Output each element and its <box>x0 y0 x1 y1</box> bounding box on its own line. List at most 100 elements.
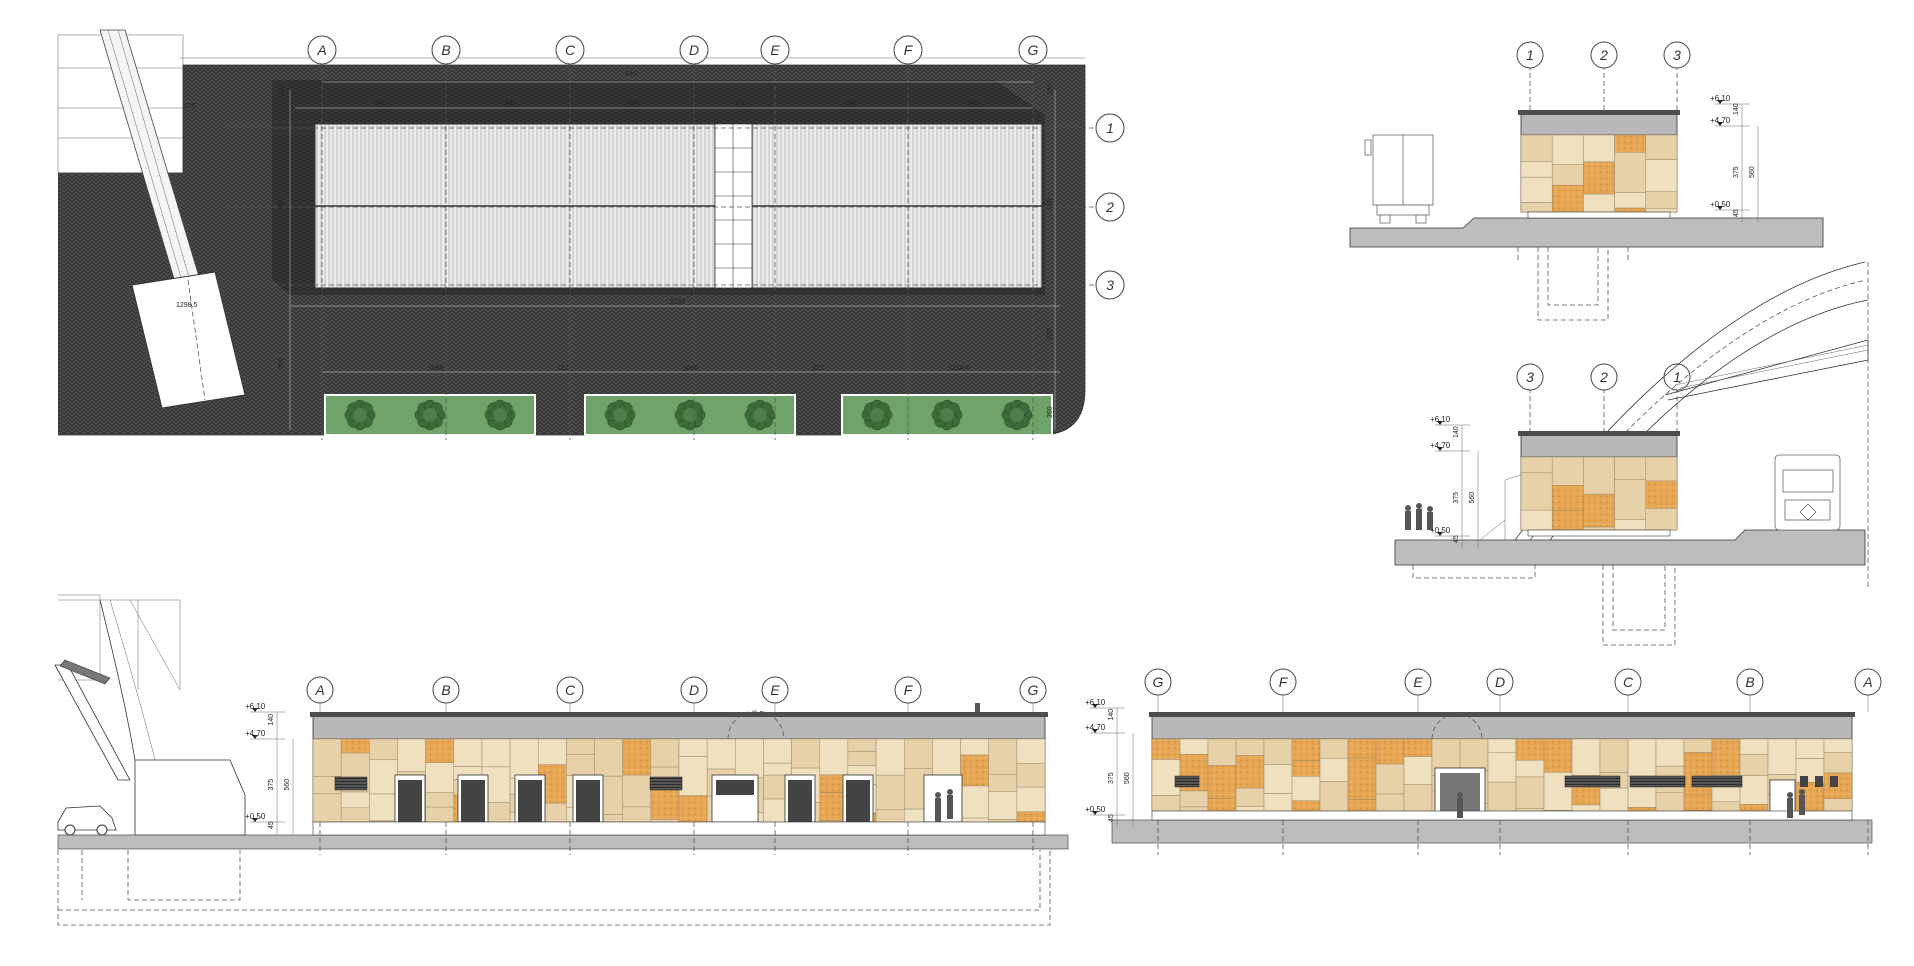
plan-axis-3-label: 3 <box>1106 277 1114 293</box>
tree-icon <box>344 399 376 431</box>
plan-dim-side: 220 <box>1047 328 1054 340</box>
louver-window <box>334 776 368 791</box>
level-dimension: 560 <box>1124 772 1131 784</box>
level-mark: +0.50 <box>1710 200 1731 209</box>
section-a-axes: 1 2 3 <box>1516 41 1691 112</box>
section-b-building <box>1518 431 1680 537</box>
door-icon <box>518 780 542 822</box>
level-mark: +0.50 <box>245 812 266 821</box>
north-axis-g-label: G <box>1153 674 1164 690</box>
skylight-strip <box>714 123 753 289</box>
plan-axis-a: A <box>307 35 337 65</box>
door-icon <box>461 780 485 822</box>
louver-window <box>1629 775 1686 788</box>
level-mark: +6.10 <box>1710 94 1731 103</box>
plan-dim-top: 640 <box>628 100 640 107</box>
south-axis-e-label: E <box>770 682 780 698</box>
tree-icon <box>861 399 893 431</box>
plan-axis-1: 1 <box>1095 113 1125 143</box>
level-mark: +0.50 <box>1085 805 1106 814</box>
north-elevation-building <box>1149 712 1855 821</box>
north-axis-g: G <box>1144 668 1172 696</box>
ground-north <box>1111 819 1873 844</box>
south-axis-f: F <box>894 676 922 704</box>
south-axis-a-label: A <box>314 682 324 698</box>
level-dimension: 140 <box>268 714 275 726</box>
truck-rear-view <box>1364 134 1434 224</box>
level-mark: +0.50 <box>1430 526 1451 535</box>
section-a-axis-3-label: 3 <box>1673 47 1681 63</box>
south-elevation-building <box>310 703 1048 836</box>
roof-vent-icon <box>975 703 980 712</box>
plan-row-axes: 1 2 3 <box>1095 113 1125 300</box>
south-axis-g: G <box>1019 676 1047 704</box>
north-axis-a-label: A <box>1862 674 1872 690</box>
plan-axis-g-label: G <box>1028 42 1039 58</box>
section-b-axis-1-label: 1 <box>1673 369 1681 385</box>
planter-bed <box>841 394 1053 436</box>
plan-dim-left: 225 <box>184 103 196 110</box>
south-axis-b: B <box>432 676 460 704</box>
plan-axis-d: D <box>679 35 709 65</box>
tree-icon <box>674 399 706 431</box>
south-axis-c-label: C <box>565 682 576 698</box>
north-axis-f: F <box>1269 668 1297 696</box>
level-mark: +6.10 <box>1085 698 1106 707</box>
south-axis-b-label: B <box>441 682 450 698</box>
section-a-axis-1-label: 1 <box>1526 47 1534 63</box>
level-dimension: 560 <box>284 779 291 791</box>
level-dimension: 140 <box>1108 709 1115 721</box>
north-axis-e: E <box>1404 668 1432 696</box>
level-dimension: 45 <box>1453 535 1460 543</box>
ramp-dimension: 1298.5 <box>176 302 198 309</box>
plan-axis-c-label: C <box>565 42 576 58</box>
section-a-axis-3: 3 <box>1663 41 1691 69</box>
door-icon <box>788 780 812 822</box>
south-axis-g-label: G <box>1028 682 1039 698</box>
level-dimension: 375 <box>1453 492 1460 504</box>
tree-icon <box>1001 399 1033 431</box>
person-icon <box>947 789 953 795</box>
door-icon <box>398 780 422 822</box>
ground-section-a <box>1349 217 1824 248</box>
people-silhouettes <box>1405 503 1433 530</box>
stair-tower-elevation <box>54 594 246 836</box>
person-icon <box>1799 789 1805 795</box>
plan-dim-bottom: 222 <box>812 365 824 372</box>
plan-axis-1-label: 1 <box>1106 120 1114 136</box>
section-b-axis-3-label: 3 <box>1526 369 1534 385</box>
section-b-axis-2-label: 2 <box>1599 369 1608 385</box>
level-dimension: 140 <box>1733 103 1740 115</box>
door-icon <box>846 780 870 822</box>
north-axis-f-label: F <box>1279 674 1289 690</box>
building-roof-plan <box>314 123 1043 289</box>
plan-dim-top: 640 <box>968 100 980 107</box>
level-dimension: 45 <box>1733 209 1740 217</box>
south-axis-d-label: D <box>689 682 699 698</box>
plan-grid-lines <box>180 57 1095 440</box>
level-mark: +4.70 <box>1430 441 1451 450</box>
section-b-axis-2: 2 <box>1590 363 1618 391</box>
north-axis-d-label: D <box>1495 674 1505 690</box>
level-mark: +4.70 <box>245 729 266 738</box>
tree-icon <box>931 399 963 431</box>
section-b-axis-3: 3 <box>1516 363 1544 391</box>
section-a-axis-2-label: 2 <box>1599 47 1608 63</box>
plan-dim-total-top: 640 <box>625 71 637 78</box>
north-axis-d: D <box>1486 668 1514 696</box>
south-axis-a: A <box>306 676 334 704</box>
north-axis-c-label: C <box>1623 674 1634 690</box>
person-icon <box>1787 792 1793 798</box>
tree-icon <box>484 399 516 431</box>
ground-south <box>57 834 1069 850</box>
plan-axis-2-label: 2 <box>1105 199 1114 215</box>
plan-dim-side: 350 <box>278 83 285 95</box>
plan-dim-side: 350 <box>278 198 285 210</box>
